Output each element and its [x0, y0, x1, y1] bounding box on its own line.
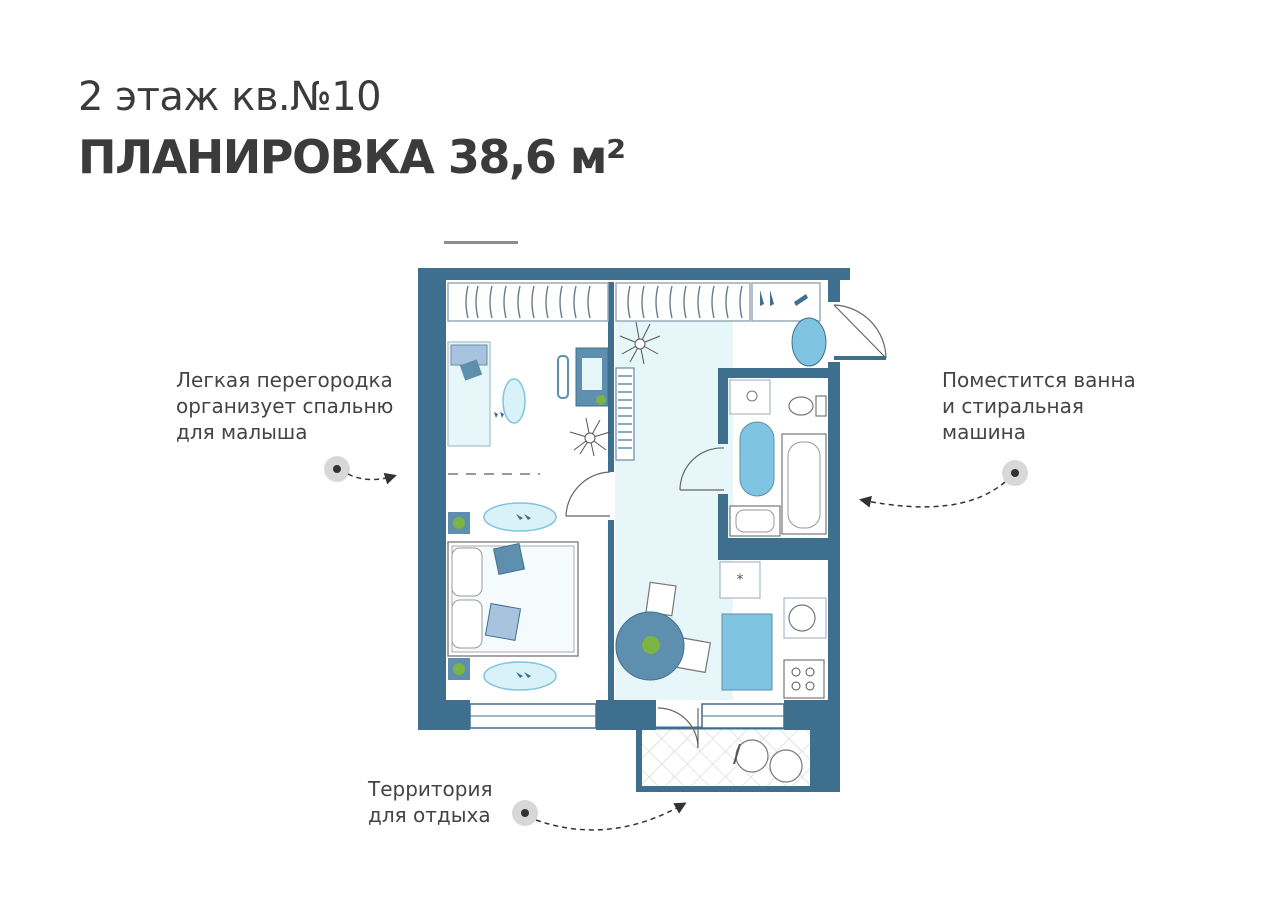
partition-note-line: для малыша [176, 420, 308, 444]
table-icon [615, 581, 712, 681]
slippers-icon [760, 290, 774, 306]
kitchen-rug [721, 613, 773, 691]
room-door [565, 471, 611, 517]
toilet-icon [788, 395, 827, 417]
plant-icon [619, 321, 661, 365]
child-rug [502, 378, 526, 424]
partition-note-line: Легкая перегородка [176, 368, 393, 392]
floor-apartment-title: 2 этаж кв.№10 [78, 74, 382, 120]
balcony-chair [733, 739, 769, 773]
plant-icon [453, 517, 465, 529]
bathroom-door [679, 447, 725, 491]
entrance-door [833, 304, 887, 360]
bath-rug [739, 421, 775, 497]
balcony-marker [512, 800, 687, 831]
bathroom-note-line: Поместится ванна [942, 368, 1136, 392]
scale-bar [444, 241, 518, 244]
sink-icon [729, 505, 781, 537]
balcony-note: Территория для отдыха [368, 776, 493, 828]
kitchen-cabinet [719, 561, 761, 599]
slippers-icon [516, 672, 531, 678]
windows [469, 703, 785, 729]
partition-note: Легкая перегородка организует спальню дл… [176, 367, 393, 445]
partition-note-line: организует спальню [176, 394, 394, 418]
plant-icon [596, 395, 606, 405]
child-bed [447, 341, 491, 447]
balcony-note-line: Территория [368, 777, 493, 801]
balcony-table [769, 749, 803, 783]
stove-icon [783, 659, 825, 699]
plant-icon [453, 663, 465, 675]
desk-chair [557, 355, 569, 399]
walls [418, 268, 850, 730]
wardrobe-right [615, 282, 751, 322]
balcony-note-line: для отдыха [368, 803, 491, 827]
bathtub-icon [781, 433, 827, 535]
child-desk [557, 347, 609, 407]
plant-icon [569, 417, 611, 457]
bathroom-note-line: машина [942, 420, 1026, 444]
balcony-door [657, 707, 699, 749]
asterisk-icon: * [737, 572, 744, 588]
bathroom-note: Поместится ванна и стиральная машина [942, 367, 1136, 445]
shoes-icon [794, 294, 808, 306]
double-bed [447, 541, 579, 657]
wardrobe-left [447, 282, 609, 322]
bathroom-cabinet [729, 379, 771, 415]
sink-icon [783, 597, 827, 639]
toy-cushion [459, 359, 483, 381]
bathroom-note-line: и стиральная [942, 394, 1084, 418]
bathroom-marker [859, 460, 1028, 508]
entrance-rug [791, 317, 827, 367]
bookshelf-icon [615, 367, 635, 461]
slippers-icon [516, 514, 531, 520]
partition-marker [324, 456, 397, 485]
drain-icon [746, 390, 758, 402]
plan-area-title: ПЛАНИРОВКА 38,6 м² [78, 130, 626, 184]
slippers-icon [494, 412, 504, 418]
shoe-rack [751, 282, 821, 322]
